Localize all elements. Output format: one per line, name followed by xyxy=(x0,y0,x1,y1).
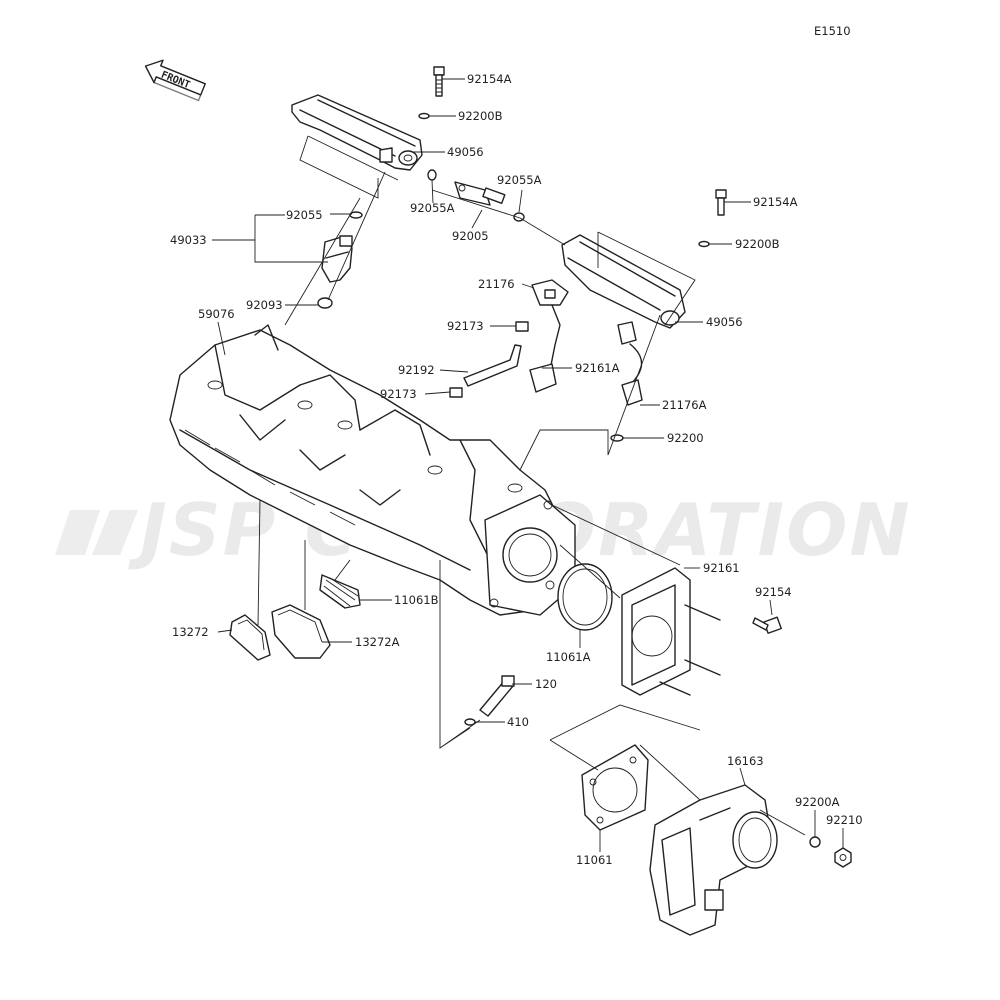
callout-13272a: 13272A xyxy=(355,635,400,649)
callout-11061a: 11061A xyxy=(546,650,591,664)
mesh-screen-icon xyxy=(319,574,361,609)
callout-59076: 59076 xyxy=(198,307,235,321)
callout-49056-top: 49056 xyxy=(447,145,484,159)
callout-21176: 21176 xyxy=(478,277,515,291)
callout-92055: 92055 xyxy=(286,208,323,222)
callout-92200b-top: 92200B xyxy=(458,109,503,123)
bolt-icon xyxy=(479,675,515,717)
callout-92005: 92005 xyxy=(452,229,489,243)
callout-92055a-left: 92055A xyxy=(410,201,455,215)
o-ring-icon xyxy=(427,169,437,181)
callout-410: 410 xyxy=(507,715,529,729)
washer-icon xyxy=(698,240,710,248)
callout-92154a-top: 92154A xyxy=(467,72,512,86)
hose-clamp-icon xyxy=(449,387,463,398)
callout-92200: 92200 xyxy=(667,431,704,445)
callout-21176a: 21176A xyxy=(662,398,707,412)
o-ring-gasket-icon xyxy=(557,563,613,631)
throttle-body-gasket-icon xyxy=(581,744,649,831)
map-sensor-icon xyxy=(531,279,569,306)
bolt-icon xyxy=(433,66,445,97)
callout-49033: 49033 xyxy=(170,233,207,247)
temperature-sensor-icon xyxy=(617,321,643,406)
diagram-code: E1510 xyxy=(814,24,851,38)
callout-11061: 11061 xyxy=(576,853,613,867)
nut-icon xyxy=(834,847,852,868)
washer-icon xyxy=(418,112,430,120)
callout-92200b-right: 92200B xyxy=(735,237,780,251)
hose-clamp-icon xyxy=(515,321,529,332)
callout-120: 120 xyxy=(535,677,557,691)
callout-49056-right: 49056 xyxy=(706,315,743,329)
throttle-body-icon xyxy=(649,784,778,936)
callout-92154: 92154 xyxy=(755,585,792,599)
callout-92210: 92210 xyxy=(826,813,863,827)
bolt-icon xyxy=(715,189,727,216)
manifold-gasket-icon xyxy=(229,614,271,661)
fuel-joint-icon xyxy=(454,181,506,206)
callout-92192: 92192 xyxy=(398,363,435,377)
leader-lines xyxy=(212,78,844,852)
harness-icon xyxy=(529,304,561,393)
callout-labels: 92154A 92200B 49056 92055A 92055A 92005 … xyxy=(170,72,863,867)
washer-icon xyxy=(610,434,624,442)
bolt-icon xyxy=(752,616,782,634)
callout-92055a-right: 92055A xyxy=(497,173,542,187)
callout-92161a: 92161A xyxy=(575,361,620,375)
manifold-gasket-a-icon xyxy=(271,604,331,659)
callout-92173-top: 92173 xyxy=(447,319,484,333)
callout-92093: 92093 xyxy=(246,298,283,312)
callout-92161: 92161 xyxy=(703,561,740,575)
callout-11061b: 11061B xyxy=(394,593,439,607)
fuel-rail-right xyxy=(561,234,686,329)
callout-92200a: 92200A xyxy=(795,795,840,809)
intake-manifold xyxy=(169,324,576,616)
callout-92173-bottom: 92173 xyxy=(380,387,417,401)
washer-icon xyxy=(809,836,821,848)
callout-16163: 16163 xyxy=(727,754,764,768)
callout-13272: 13272 xyxy=(172,625,209,639)
vacuum-hose-icon xyxy=(463,344,522,387)
throttle-adapter-icon xyxy=(621,567,721,696)
fuel-rail-upper xyxy=(291,94,423,171)
callout-92154a-right: 92154A xyxy=(753,195,798,209)
fuel-injector-icon xyxy=(317,211,363,309)
front-arrow-icon: FRONT xyxy=(144,59,206,102)
